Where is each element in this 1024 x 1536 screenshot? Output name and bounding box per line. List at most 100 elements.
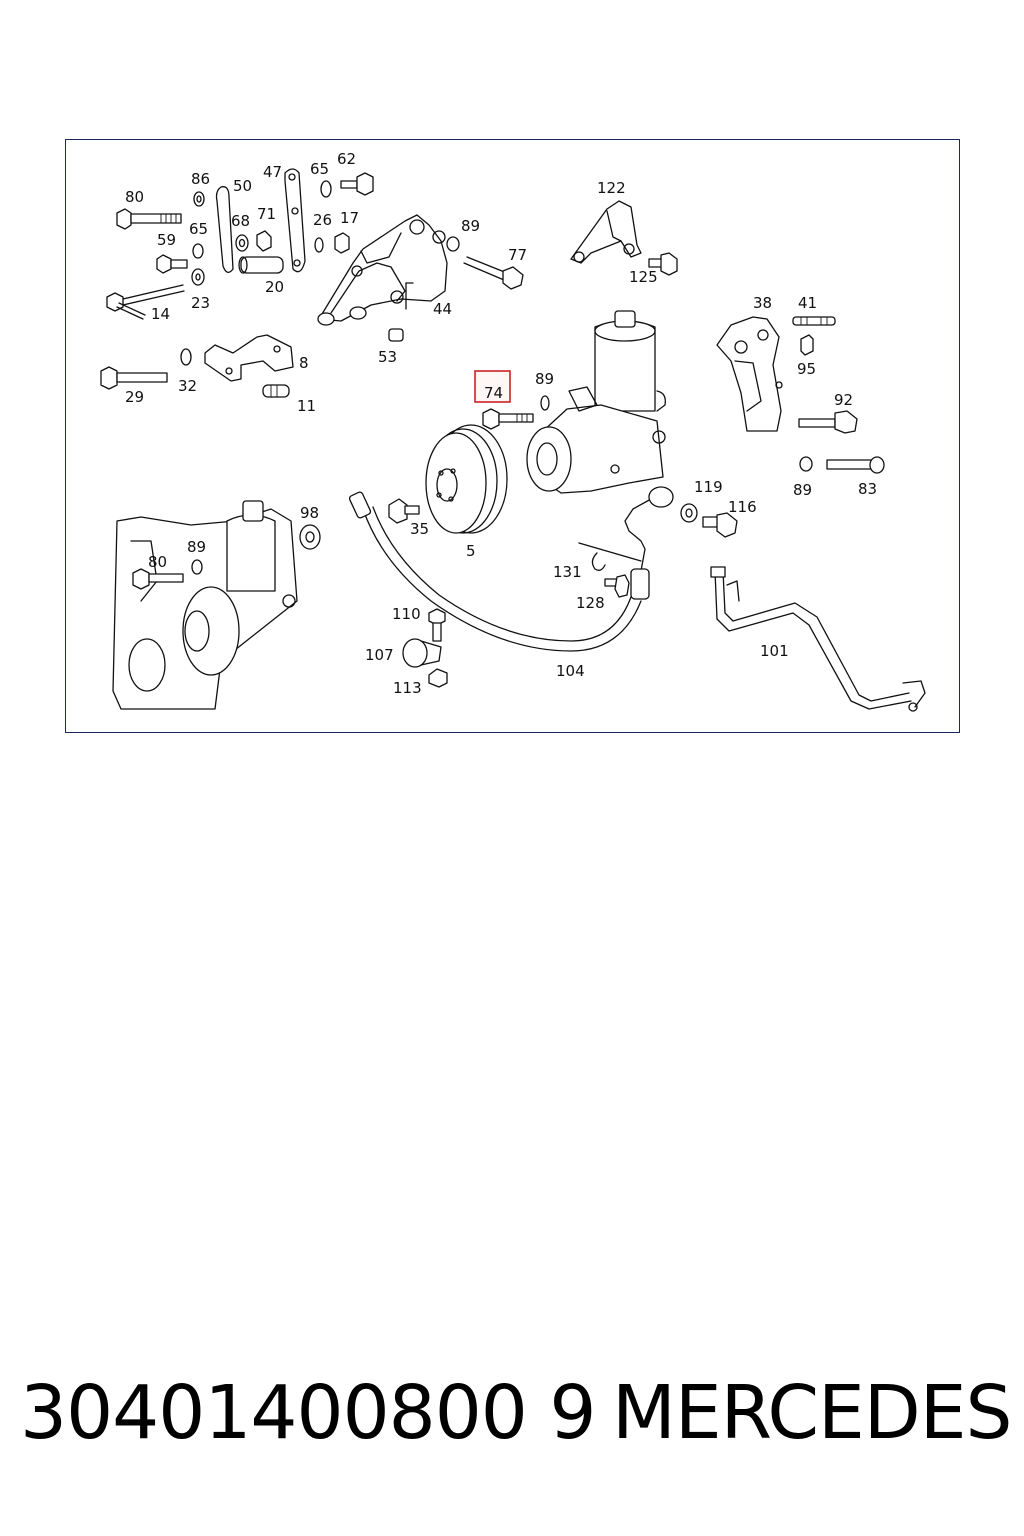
- washer-32-drawing: [180, 348, 192, 366]
- callout-89-mid: 89: [535, 370, 554, 388]
- nut-65-top-drawing: [320, 180, 332, 198]
- callout-113: 113: [393, 679, 422, 697]
- callout-98: 98: [300, 504, 319, 522]
- bolt-110-drawing: [428, 608, 446, 642]
- bolt-59-drawing: [156, 254, 188, 274]
- callout-107: 107: [365, 646, 394, 664]
- part-number: 30401400800 9: [20, 1370, 596, 1456]
- callout-59: 59: [157, 231, 176, 249]
- bolt-80-lower-drawing: [132, 568, 184, 590]
- callout-89-top: 89: [461, 217, 480, 235]
- banjo-bolt-116-drawing: [702, 512, 738, 538]
- callout-53: 53: [378, 348, 397, 366]
- callout-71: 71: [257, 205, 276, 223]
- callout-101: 101: [760, 642, 789, 660]
- stud-41-drawing: [792, 316, 836, 326]
- bolt-29-drawing: [100, 366, 168, 390]
- bolt-77-drawing: [463, 256, 524, 290]
- callout-17: 17: [340, 209, 359, 227]
- callout-80: 80: [125, 188, 144, 206]
- callout-29: 29: [125, 388, 144, 406]
- footer: 30401400800 9 MERCEDES: [0, 1370, 1024, 1480]
- brand-name: MERCEDES: [612, 1370, 1012, 1456]
- washer-89-top-drawing: [446, 236, 460, 252]
- callout-128: 128: [576, 594, 605, 612]
- callout-5: 5: [466, 542, 476, 560]
- callout-89-right: 89: [793, 481, 812, 499]
- washer-86-drawing: [193, 191, 205, 207]
- washer-26-drawing: [314, 237, 324, 253]
- bolt-92-drawing: [798, 410, 858, 434]
- callout-20: 20: [265, 278, 284, 296]
- washer-23-drawing: [191, 268, 205, 286]
- callout-65: 65: [189, 220, 208, 238]
- bolt-83-drawing: [826, 456, 885, 474]
- clamp-107-drawing: [402, 638, 442, 668]
- washer-89-right-drawing: [799, 456, 813, 472]
- callout-23: 23: [191, 294, 210, 312]
- washer-68-drawing: [235, 234, 249, 252]
- nut-95-drawing: [800, 334, 814, 356]
- pulley-5-drawing: [425, 424, 508, 534]
- callout-26: 26: [313, 211, 332, 229]
- callout-110: 110: [392, 605, 421, 623]
- stud-11-drawing: [262, 384, 290, 398]
- pipe-101-drawing: [710, 566, 926, 712]
- bracket-50-drawing: [215, 186, 234, 273]
- callout-74: 74: [484, 384, 503, 402]
- callout-44: 44: [433, 300, 452, 318]
- bracket-8-drawing: [204, 334, 294, 382]
- bolt-14-drawing: [106, 284, 185, 320]
- bracket-47-drawing: [284, 168, 306, 273]
- callout-116: 116: [728, 498, 757, 516]
- callout-104: 104: [556, 662, 585, 680]
- washer-65-drawing: [192, 243, 204, 259]
- bracket-38-drawing: [716, 316, 783, 432]
- callout-62: 62: [337, 150, 356, 168]
- callout-65-top: 65: [310, 160, 329, 178]
- parts-diagram-frame: 80 86 50 47 65 62 59 65 68 71 26 17 89 7…: [65, 139, 960, 733]
- callout-77: 77: [508, 246, 527, 264]
- callout-92: 92: [834, 391, 853, 409]
- callout-50: 50: [233, 177, 252, 195]
- callout-47: 47: [263, 163, 282, 181]
- hose-104-drawing: [348, 486, 674, 652]
- callout-131: 131: [553, 563, 582, 581]
- callout-89-lower: 89: [187, 538, 206, 556]
- washer-119-drawing: [680, 503, 698, 523]
- bracket-122-drawing: [570, 200, 642, 264]
- clip-131-drawing: [578, 542, 642, 571]
- bolt-128-drawing: [604, 574, 630, 598]
- bolt-80-drawing: [116, 208, 182, 230]
- callout-68: 68: [231, 212, 250, 230]
- highlight-box: [474, 370, 511, 403]
- parts-diagram: 80 86 50 47 65 62 59 65 68 71 26 17 89 7…: [100, 150, 926, 712]
- nut-71-drawing: [256, 230, 272, 252]
- callout-122: 122: [597, 179, 626, 197]
- power-steering-pump-drawing: [526, 310, 666, 494]
- callout-125: 125: [629, 268, 658, 286]
- bolt-35-drawing: [388, 498, 420, 524]
- spacer-20-drawing: [238, 256, 284, 274]
- callout-32: 32: [178, 377, 197, 395]
- bracket-44-drawing: [317, 214, 448, 326]
- callout-14: 14: [151, 305, 170, 323]
- dowel-53-drawing: [388, 328, 404, 342]
- callout-95: 95: [797, 360, 816, 378]
- pump-assembly-inset-drawing: [112, 500, 298, 710]
- callout-38: 38: [753, 294, 772, 312]
- callout-11: 11: [297, 397, 316, 415]
- callout-80-lower: 80: [148, 553, 167, 571]
- callout-8: 8: [299, 354, 309, 372]
- washer-89-mid-drawing: [540, 395, 550, 411]
- nut-113-drawing: [428, 668, 448, 688]
- callout-119: 119: [694, 478, 723, 496]
- bolt-125-drawing: [648, 252, 678, 276]
- callout-83: 83: [858, 480, 877, 498]
- callout-41: 41: [798, 294, 817, 312]
- bolt-74-drawing: [482, 408, 534, 430]
- nut-98-drawing: [299, 524, 321, 550]
- callout-35: 35: [410, 520, 429, 538]
- callout-74-highlight[interactable]: 74: [474, 370, 511, 403]
- bolt-62-drawing: [340, 172, 374, 196]
